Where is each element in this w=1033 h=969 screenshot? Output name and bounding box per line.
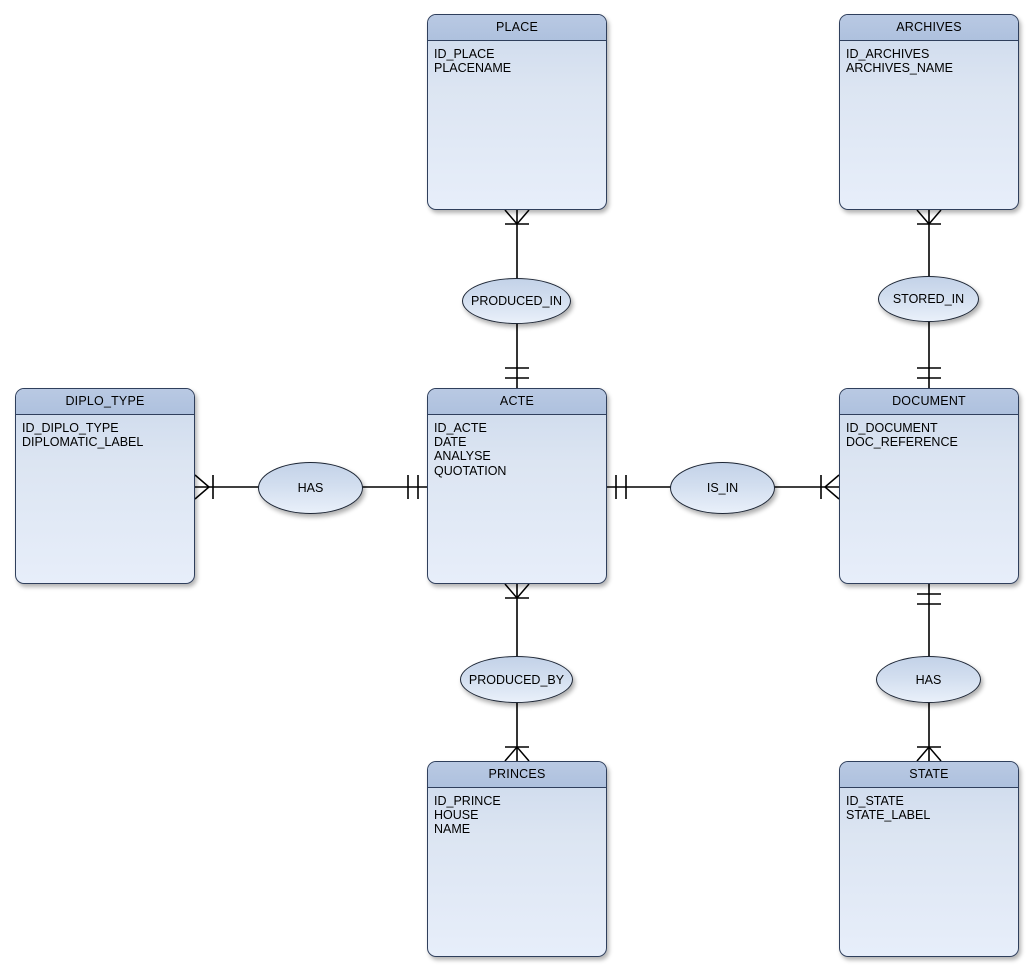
attribute-list: ID_STATE STATE_LABEL [840, 788, 1018, 822]
crowfoot-state [916, 745, 942, 762]
attribute: PLACENAME [434, 61, 512, 76]
crowfoot-document-left [823, 474, 840, 500]
entity-diplo-type[interactable]: DIPLO_TYPE ID_DIPLO_TYPE DIPLOMATIC_LABE… [15, 388, 195, 584]
attribute: ANALYSE [434, 449, 491, 464]
attribute: STATE_LABEL [846, 808, 931, 823]
entity-document[interactable]: DOCUMENT ID_DOCUMENT DOC_REFERENCE [839, 388, 1019, 584]
attribute-list: ID_DIPLO_TYPE DIPLOMATIC_LABEL [16, 415, 194, 449]
entity-state[interactable]: STATE ID_STATE STATE_LABEL [839, 761, 1019, 957]
crowfoot-acte-bottom [504, 583, 530, 600]
entity-acte[interactable]: ACTE ID_ACTE DATE ANALYSE QUOTATION [427, 388, 607, 584]
entity-title: PLACE [428, 15, 606, 41]
attribute: QUOTATION [434, 463, 507, 478]
attribute: HOUSE [434, 808, 479, 823]
relationship-has-state[interactable]: HAS [876, 656, 981, 703]
attribute: ID_ACTE [434, 421, 487, 435]
attribute-list: ID_PLACE PLACENAME [428, 41, 606, 75]
attribute: ID_DOCUMENT [846, 421, 938, 435]
attribute: ID_ARCHIVES [846, 47, 930, 61]
attribute-list: ID_ARCHIVES ARCHIVES_NAME [840, 41, 1018, 75]
relationship-is-in[interactable]: IS_IN [670, 462, 775, 514]
crowfoot-archives [916, 209, 942, 226]
attribute: ARCHIVES_NAME [846, 61, 953, 76]
relationship-produced-in[interactable]: PRODUCED_IN [462, 278, 571, 324]
attribute: NAME [434, 822, 471, 837]
attribute: ID_STATE [846, 794, 904, 808]
entity-title: ARCHIVES [840, 15, 1018, 41]
attribute-list: ID_DOCUMENT DOC_REFERENCE [840, 415, 1018, 449]
attribute: ID_PRINCE [434, 794, 501, 808]
entity-title: ACTE [428, 389, 606, 415]
relationship-stored-in[interactable]: STORED_IN [878, 276, 979, 322]
attribute: DOC_REFERENCE [846, 435, 958, 450]
entity-title: DIPLO_TYPE [16, 389, 194, 415]
entity-princes[interactable]: PRINCES ID_PRINCE HOUSE NAME [427, 761, 607, 957]
relationship-has-diplo-type[interactable]: HAS [258, 462, 363, 514]
crowfoot-princes [504, 745, 530, 762]
entity-place[interactable]: PLACE ID_PLACE PLACENAME [427, 14, 607, 210]
entity-title: STATE [840, 762, 1018, 788]
crowfoot-place [504, 209, 530, 226]
entity-title: PRINCES [428, 762, 606, 788]
crowfoot-diplotype [194, 474, 211, 500]
attribute: ID_PLACE [434, 47, 495, 61]
attribute-list: ID_ACTE DATE ANALYSE QUOTATION [428, 415, 606, 478]
attribute: DIPLOMATIC_LABEL [22, 435, 144, 450]
entity-archives[interactable]: ARCHIVES ID_ARCHIVES ARCHIVES_NAME [839, 14, 1019, 210]
attribute: DATE [434, 435, 467, 450]
entity-title: DOCUMENT [840, 389, 1018, 415]
attribute-list: ID_PRINCE HOUSE NAME [428, 788, 606, 837]
relationship-produced-by[interactable]: PRODUCED_BY [460, 656, 573, 703]
attribute: ID_DIPLO_TYPE [22, 421, 119, 435]
